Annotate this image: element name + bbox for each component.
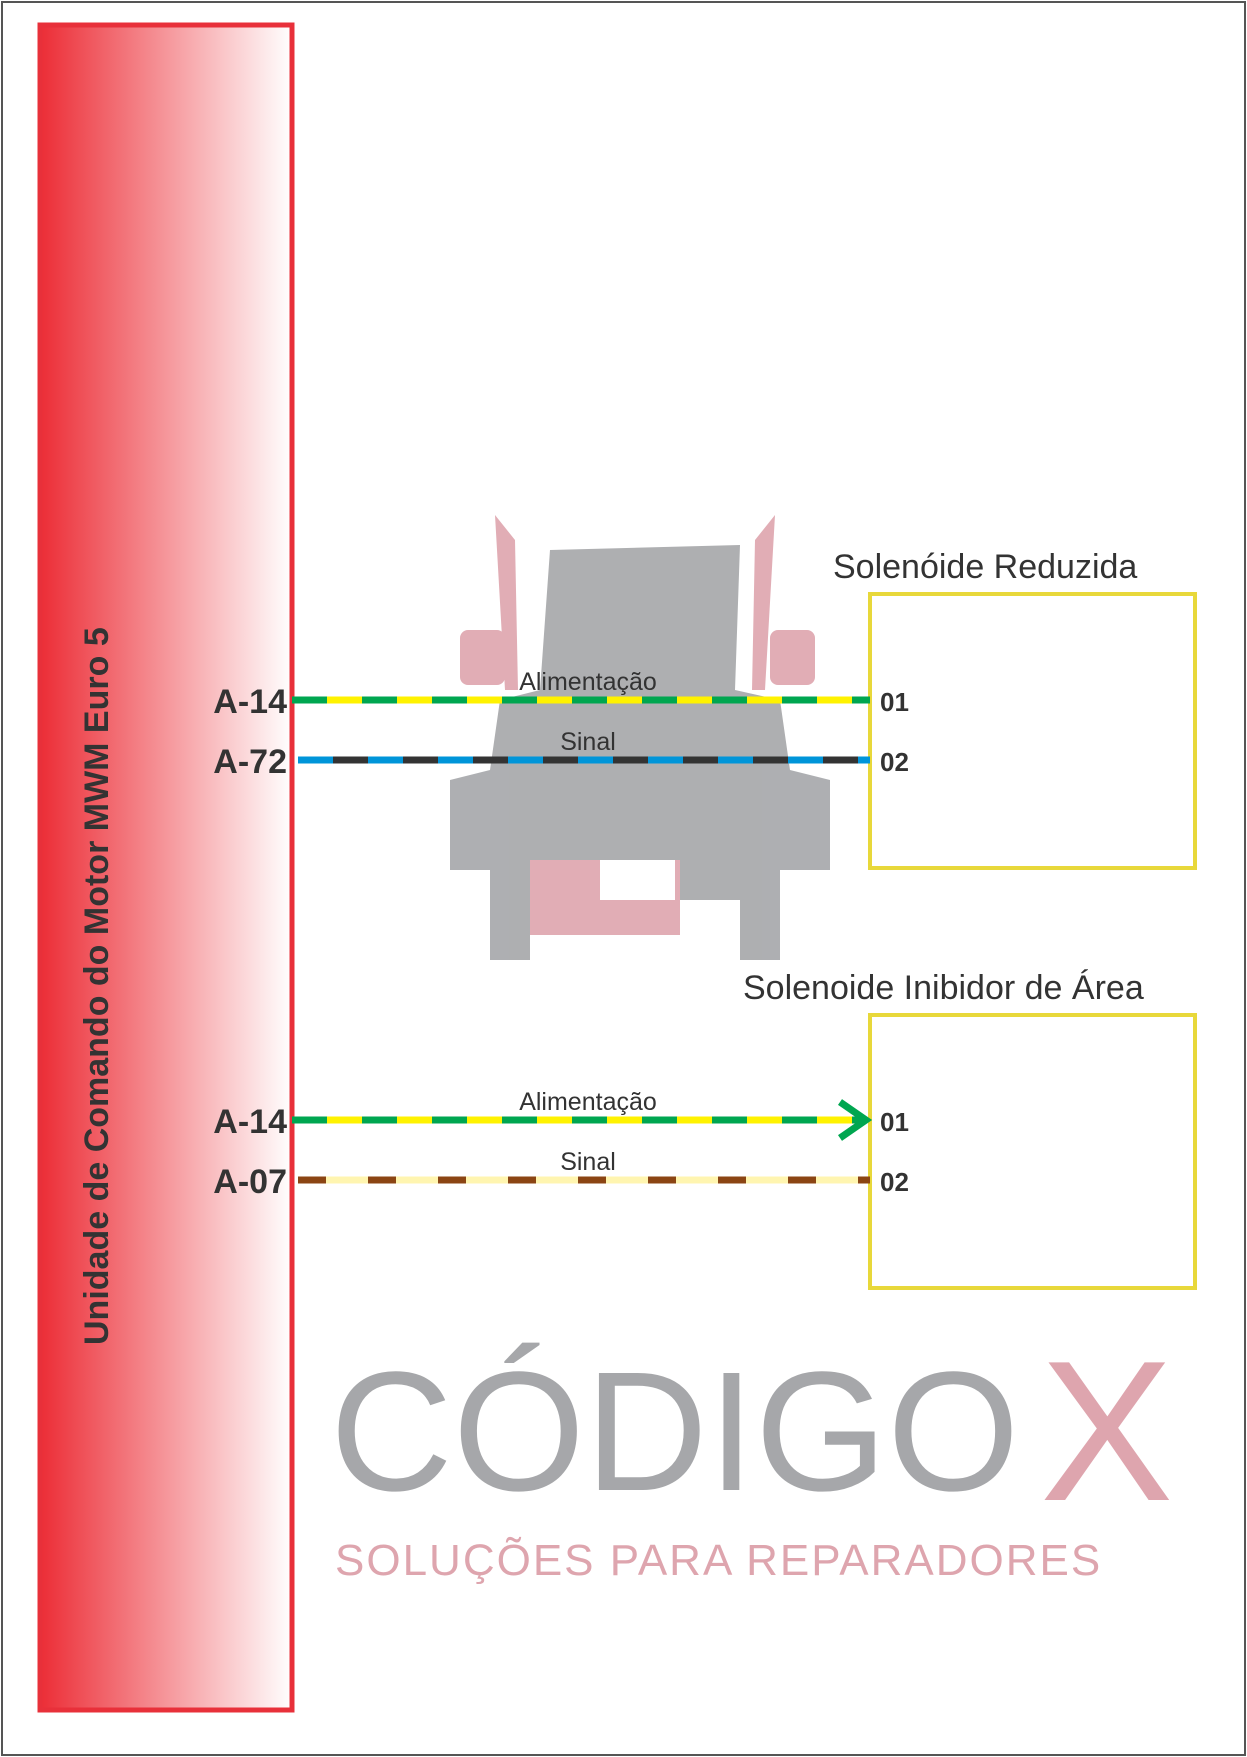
- wire-a14-inibidor: A-14 Alimentação 01: [213, 1088, 909, 1141]
- ecu-pin-label: A-14: [213, 683, 287, 721]
- svg-text:SOLUÇÕES PARA REPARADORES: SOLUÇÕES PARA REPARADORES: [335, 1535, 1102, 1585]
- wire-function-label: Sinal: [560, 728, 616, 756]
- wire-function-label: Alimentação: [519, 668, 657, 696]
- ecu-block: [37, 22, 295, 1713]
- component-title: Solenóide Reduzida: [833, 548, 1137, 586]
- component-box: [868, 1013, 1197, 1290]
- arrow-icon: [838, 1099, 873, 1141]
- wire-a07-inibidor: A-07 Sinal 02: [213, 1148, 909, 1201]
- component-pin-label: 01: [880, 1107, 909, 1137]
- component-pin-label: 02: [880, 747, 909, 777]
- component-box: [868, 592, 1197, 870]
- svg-text:X: X: [1040, 1320, 1173, 1543]
- svg-text:CÓDIGO: CÓDIGO: [330, 1337, 1019, 1527]
- ecu-pin-label: A-07: [213, 1163, 287, 1201]
- component-pin-label: 02: [880, 1167, 909, 1197]
- wire-a14-reduzida: A-14 Alimentação 01: [213, 668, 909, 721]
- solenoid-reduzida: Solenóide Reduzida: [833, 548, 1197, 870]
- ecu-label: Unidade de Comando do Motor MWM Euro 5: [78, 627, 116, 1345]
- watermark-logo: CÓDIGO X SOLUÇÕES PARA REPARADORES: [330, 1320, 1173, 1585]
- ecu-pin-label: A-14: [213, 1103, 287, 1141]
- wire-function-label: Sinal: [560, 1148, 616, 1176]
- component-pin-label: 01: [880, 687, 909, 717]
- component-title: Solenoide Inibidor de Área: [743, 969, 1144, 1007]
- ecu-pin-label: A-72: [213, 743, 287, 781]
- solenoid-inibidor: Solenoide Inibidor de Área: [743, 969, 1197, 1290]
- watermark-truck-icon: [450, 515, 830, 960]
- wire-a72-reduzida: A-72 Sinal 02: [213, 728, 909, 781]
- wire-function-label: Alimentação: [519, 1088, 657, 1116]
